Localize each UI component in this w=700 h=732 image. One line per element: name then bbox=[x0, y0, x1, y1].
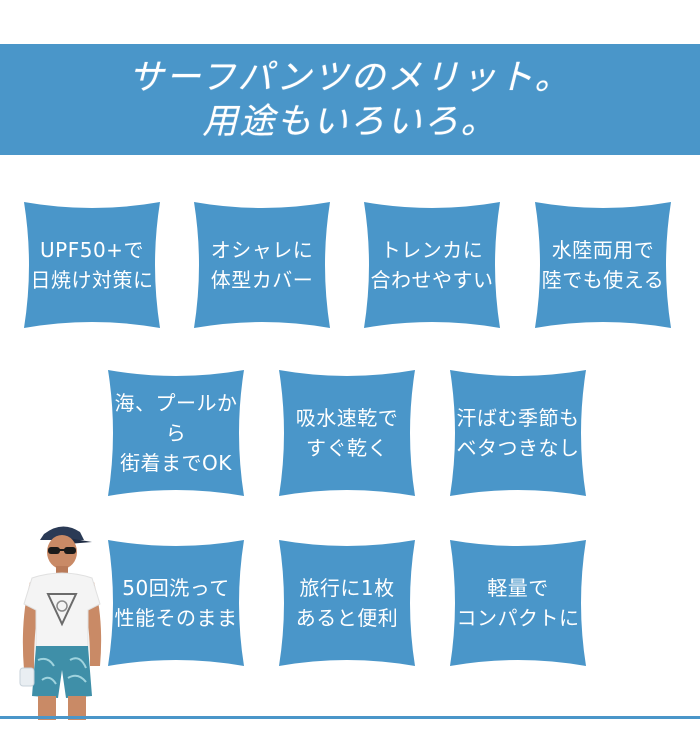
pillow-shape bbox=[108, 370, 244, 496]
benefit-card: 吸水速乾で すぐ乾く bbox=[277, 368, 417, 498]
pillow-shape bbox=[535, 202, 671, 328]
benefit-label: 汗ばむ季節も ベタつきなし bbox=[456, 406, 580, 460]
benefit-label: 旅行に1枚 あると便利 bbox=[295, 576, 399, 630]
benefit-label: 水陸両用で 陸でも使える bbox=[541, 238, 665, 292]
benefit-label: 海、プールから 街着までOK bbox=[114, 391, 238, 475]
pillow-shape bbox=[24, 202, 160, 328]
benefit-card: 海、プールから 街着までOK bbox=[106, 368, 246, 498]
benefit-card: 旅行に1枚 あると便利 bbox=[277, 538, 417, 668]
bottom-divider bbox=[0, 716, 700, 719]
pillow-shape bbox=[108, 540, 244, 666]
benefit-label: 軽量で コンパクトに bbox=[456, 576, 580, 630]
benefit-card: オシャレに 体型カバー bbox=[192, 200, 332, 330]
benefit-label: トレンカに 合わせやすい bbox=[370, 238, 494, 292]
benefit-label: UPF50+で 日焼け対策に bbox=[30, 238, 154, 292]
benefit-card: 軽量で コンパクトに bbox=[448, 538, 588, 668]
header-banner: サーフパンツのメリット。 用途もいろいろ。 bbox=[0, 44, 700, 155]
benefit-label: 吸水速乾で すぐ乾く bbox=[295, 406, 399, 460]
pillow-shape bbox=[450, 540, 586, 666]
banner-title: サーフパンツのメリット。 bbox=[128, 57, 572, 98]
benefit-card: 50回洗って 性能そのまま bbox=[106, 538, 246, 668]
model-photo bbox=[19, 526, 102, 720]
banner-subtitle: 用途もいろいろ。 bbox=[202, 101, 498, 142]
benefit-card: トレンカに 合わせやすい bbox=[362, 200, 502, 330]
benefit-card: UPF50+で 日焼け対策に bbox=[22, 200, 162, 330]
pillow-shape bbox=[194, 202, 330, 328]
benefit-card: 汗ばむ季節も ベタつきなし bbox=[448, 368, 588, 498]
benefit-label: オシャレに 体型カバー bbox=[210, 238, 314, 292]
pillow-shape bbox=[450, 370, 586, 496]
benefit-card: 水陸両用で 陸でも使える bbox=[533, 200, 673, 330]
pillow-shape bbox=[279, 370, 415, 496]
pillow-shape bbox=[279, 540, 415, 666]
pillow-shape bbox=[364, 202, 500, 328]
benefit-label: 50回洗って 性能そのまま bbox=[114, 576, 238, 630]
